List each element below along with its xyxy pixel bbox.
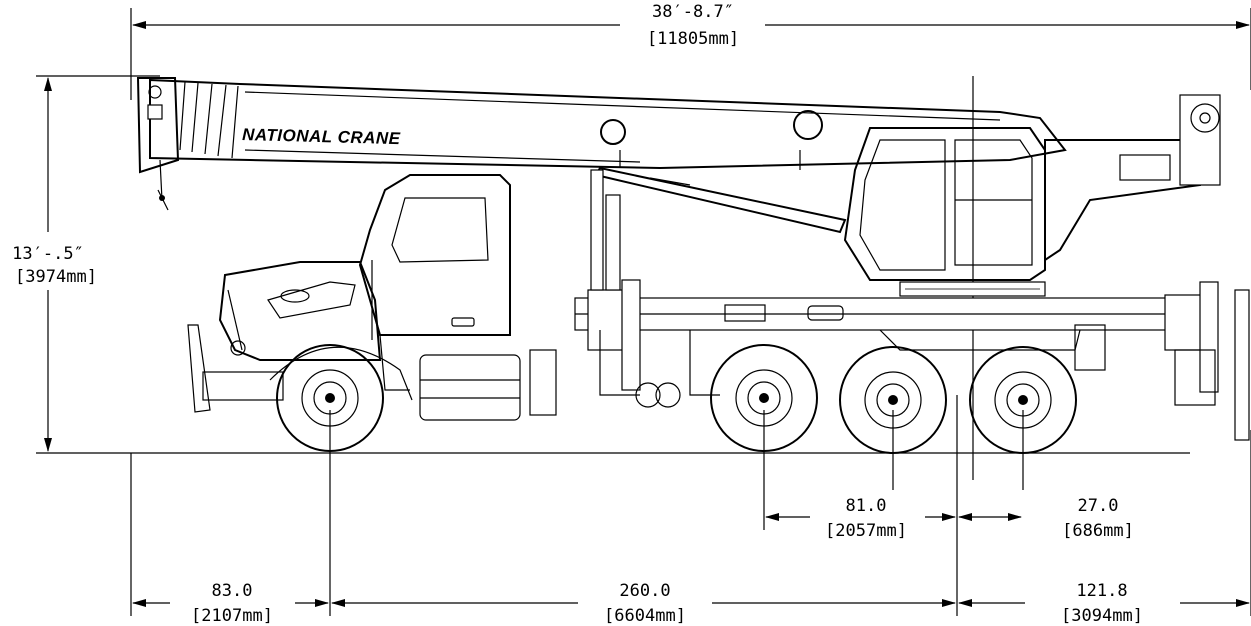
truck-hood <box>218 261 382 361</box>
truck-cab-window <box>391 197 489 263</box>
cab-window-side <box>954 139 1033 266</box>
rear-outrigger-box <box>1164 294 1206 351</box>
front-wheel-arch <box>269 346 413 401</box>
door-handle <box>451 317 475 327</box>
cab-step <box>379 334 410 391</box>
front-outrigger-box <box>587 289 629 351</box>
axle-4-wheel <box>969 346 1077 454</box>
fog-light <box>230 340 246 356</box>
dimension-lines <box>36 8 1251 616</box>
lower-frame-left <box>599 330 720 396</box>
rear-overhang-metric: [3094mm] <box>1061 606 1143 626</box>
air-tank-2 <box>655 382 681 408</box>
overall-length-metric: [11805mm] <box>647 29 739 49</box>
cylinder-detail <box>649 177 691 186</box>
rear-overhang-imperial: 121.8 <box>1076 581 1127 601</box>
fuel-tank <box>419 354 521 421</box>
step-box <box>1074 324 1106 371</box>
boom-ring <box>600 119 626 145</box>
lower-frame-middle <box>879 329 1081 351</box>
rotation-offset-imperial: 27.0 <box>1078 496 1119 516</box>
superstructure <box>1044 139 1201 262</box>
cab-window-front <box>859 139 946 271</box>
boom-outline <box>149 78 1067 170</box>
front-wheel <box>276 344 384 452</box>
winch-drum <box>1190 103 1220 133</box>
grille-edge <box>227 289 243 351</box>
wheels <box>276 344 1077 454</box>
hydraulic-tank <box>590 169 604 291</box>
boom-sheave <box>148 85 162 99</box>
wheelbase-imperial: 260.0 <box>619 581 670 601</box>
hook-block <box>159 195 165 201</box>
superstructure-panel <box>1119 154 1171 181</box>
counterweight-winch <box>1179 94 1221 186</box>
boom-wire-spool <box>793 110 823 140</box>
lift-cylinder <box>594 166 847 234</box>
rear-light-box <box>1174 349 1216 406</box>
front-bumper <box>202 371 284 401</box>
overall-length-imperial: 38′-8.7″ <box>652 2 734 22</box>
boom-head-plate <box>147 104 163 120</box>
axle-3-wheel <box>839 346 947 454</box>
rear-bumper-post <box>1234 289 1250 441</box>
headlight <box>280 289 310 303</box>
axle-2-wheel <box>710 344 818 452</box>
boom-bottom-chord <box>244 149 641 163</box>
battery-box <box>529 349 557 416</box>
tandem-spacing-imperial: 81.0 <box>846 496 887 516</box>
wheelbase-metric: [6604mm] <box>604 606 686 626</box>
front-overhang-imperial: 83.0 <box>212 581 253 601</box>
boom-head <box>136 77 180 174</box>
truck-cab <box>187 174 511 413</box>
dimension-labels: 38′-8.7″ [11805mm] 13′-.5″ [3974mm] 83.0… <box>12 2 1143 626</box>
crane-boom: NATIONAL CRANE <box>136 77 1067 234</box>
boom-brackets <box>619 150 801 170</box>
winch-hub <box>1199 112 1211 124</box>
frame-bracket-1 <box>724 304 766 322</box>
boom-top-chord <box>244 91 1001 121</box>
overall-height-imperial: 13′-.5″ <box>12 244 84 264</box>
carrier-chassis <box>419 169 1250 441</box>
exhaust-stack <box>605 194 621 291</box>
frame-bracket-2 <box>807 305 844 321</box>
front-overhang-metric: [2107mm] <box>191 606 273 626</box>
cab-outline <box>843 127 1046 281</box>
rotation-offset-metric: [686mm] <box>1062 521 1134 541</box>
boom-section-sleeves <box>179 81 239 159</box>
tandem-spacing-metric: [2057mm] <box>825 521 907 541</box>
front-outrigger <box>187 324 211 413</box>
fuel-tank-straps <box>420 379 520 399</box>
brand-text: NATIONAL CRANE <box>242 125 401 148</box>
operator-cab <box>843 94 1221 297</box>
front-outrigger-jack <box>621 279 641 391</box>
headlight-housing <box>267 281 356 319</box>
rear-outrigger-jack <box>1199 281 1219 393</box>
air-tank-1 <box>635 382 661 408</box>
truck-cab-outline <box>358 174 511 336</box>
hook-line <box>157 159 169 211</box>
overall-height-metric: [3974mm] <box>15 267 97 287</box>
